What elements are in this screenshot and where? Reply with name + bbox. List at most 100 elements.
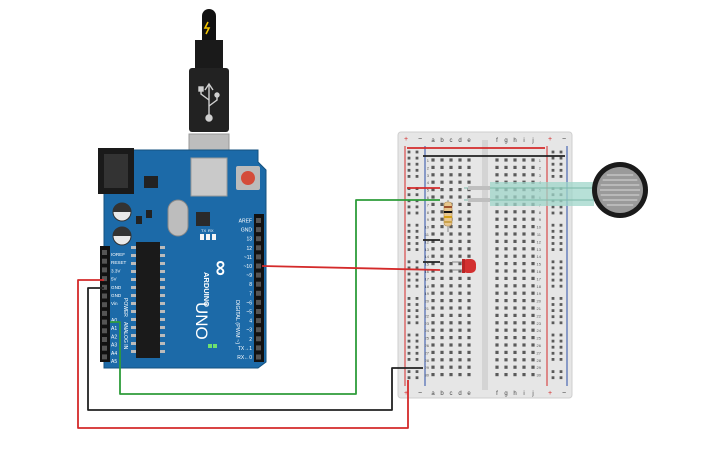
digital-pin [256, 236, 261, 242]
rail-plus-label-bottom-right: + [548, 390, 552, 397]
column-letter: d [458, 391, 461, 397]
usb-plug-body-upper [195, 40, 223, 70]
column-letter: b [440, 138, 444, 144]
tx-led-label: TX [201, 228, 206, 233]
column-letter: j [531, 391, 533, 397]
row-number: 19 [537, 291, 542, 296]
column-letter: j [531, 138, 533, 144]
row-number: 4 [427, 180, 430, 185]
power-analog-pin [102, 276, 107, 282]
digital-pin-label: 7 [249, 291, 252, 297]
row-number: 1 [539, 158, 542, 163]
column-letter: f [496, 391, 498, 397]
row-numbers: 1122334455667788991010111112121313141415… [425, 158, 542, 378]
power-analog-pin [102, 345, 107, 351]
column-letter: g [504, 391, 507, 397]
row-number: 5 [427, 188, 430, 193]
analog-pin-label: A0 [111, 318, 117, 324]
column-letter: h [513, 391, 516, 397]
power-analog-pin [102, 354, 107, 360]
power-pin-label: GND [111, 285, 122, 290]
crystal-oscillator [167, 199, 189, 237]
row-number: 16 [537, 269, 542, 274]
digital-pin-label: ~11 [244, 255, 252, 261]
row-number: 11 [537, 232, 542, 237]
row-number: 8 [427, 210, 430, 215]
digital-pin [256, 354, 261, 360]
power-analog-pin [102, 328, 107, 334]
onboard-leds: TX RX [200, 228, 217, 348]
red-led [452, 259, 476, 273]
row-number: 2 [539, 165, 542, 170]
lightning-bolt-icon [203, 21, 211, 35]
power-pin-label: 3.3V [111, 268, 121, 273]
rail-plus-label-top-right: + [548, 136, 552, 143]
digital-pin-label: ~9 [246, 273, 252, 279]
column-letter: i [523, 138, 524, 144]
digital-header [254, 214, 264, 362]
digital-label: DIGITAL (PWM ~) [234, 300, 240, 344]
wire-red-pin11 [261, 265, 441, 271]
center-channel [482, 140, 488, 390]
digital-pin [256, 272, 261, 278]
rail-plus-label-top-left: + [404, 136, 408, 143]
row-number: 16 [425, 269, 430, 274]
analog-pin-label: A4 [111, 351, 117, 357]
row-number: 17 [537, 276, 542, 281]
power-pin-label: GND [111, 293, 122, 298]
digital-pin-label: RX←0 [237, 355, 252, 361]
row-number: 15 [425, 262, 430, 267]
digital-pin [256, 299, 261, 305]
digital-pin [256, 218, 261, 223]
rail-minus-label-bottom-right: − [562, 390, 566, 397]
column-letter: h [513, 138, 516, 144]
power-analog-pin [102, 337, 107, 342]
row-number: 6 [427, 195, 430, 200]
digital-pin [256, 318, 261, 324]
power-pin-label: Vin [111, 301, 118, 306]
digital-pin-label: ~6 [246, 300, 252, 306]
arduino-model-text: UNO [192, 302, 211, 340]
row-number: 11 [425, 232, 430, 237]
row-number: 26 [425, 343, 430, 348]
digital-pin-label: 13 [246, 237, 252, 243]
row-number: 1 [427, 158, 430, 163]
power-pin-label: RESET [111, 260, 127, 265]
column-letter: f [496, 138, 498, 144]
power-pin-label: IOREF [111, 252, 125, 257]
row-number: 29 [425, 365, 430, 370]
power-analog-pin [102, 302, 107, 308]
column-letter: b [440, 391, 444, 397]
row-number: 3 [427, 173, 430, 178]
row-number: 19 [425, 291, 430, 296]
row-number: 20 [537, 299, 542, 304]
row-number: 7 [427, 202, 430, 207]
row-number: 24 [425, 328, 430, 333]
resistor [443, 200, 453, 232]
row-number: 9 [539, 217, 542, 222]
row-number: 12 [537, 239, 542, 244]
analog-title: ANALOG IN [122, 322, 128, 350]
digital-pin-label: 12 [246, 246, 252, 252]
digital-pin-label: AREF [239, 219, 252, 225]
rail-minus-label-top-left: − [418, 136, 422, 143]
digital-pin-label: ~3 [246, 328, 252, 334]
digital-pin-label: 2 [249, 337, 252, 343]
row-number: 23 [537, 321, 542, 326]
row-number: 14 [537, 254, 542, 259]
row-number: 30 [425, 373, 430, 378]
digital-pin [256, 345, 261, 351]
wire-black-gnd [87, 287, 423, 411]
rx-led-label: RX [208, 228, 214, 233]
digital-pin [256, 327, 261, 333]
arduino-brand-text: ARDUINO [202, 272, 211, 307]
row-number: 12 [425, 239, 430, 244]
digital-pin-label: 8 [249, 282, 252, 288]
row-number: 21 [537, 306, 542, 311]
row-number: 26 [537, 343, 542, 348]
row-number: 2 [427, 165, 430, 170]
force-sensor-tail [490, 182, 594, 206]
